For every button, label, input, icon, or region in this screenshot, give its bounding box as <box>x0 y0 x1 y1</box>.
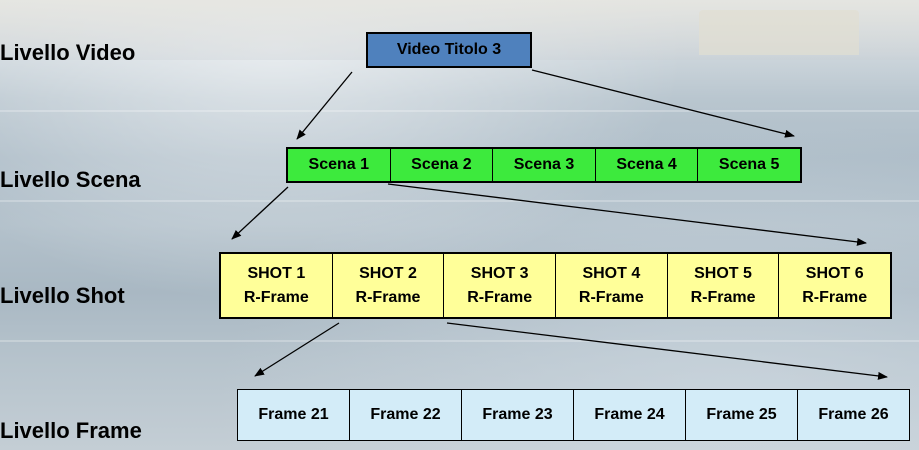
scene-cell: Scena 4 <box>595 149 699 181</box>
level-label-frame: Livello Frame <box>0 418 142 443</box>
shot-cell: SHOT 5 R-Frame <box>667 254 780 317</box>
shot-row: SHOT 1 R-Frame SHOT 2 R-Frame SHOT 3 R-F… <box>219 252 892 319</box>
shot-name: SHOT 1 <box>247 264 306 282</box>
arrow-scene-to-shot-right <box>387 183 867 246</box>
scene-row: Scena 1 Scena 2 Scena 3 Scena 4 Scena 5 <box>286 147 802 183</box>
frame-cell: Frame 26 <box>798 390 909 440</box>
frame-cell: Frame 22 <box>350 390 462 440</box>
video-title: Video Titolo 3 <box>396 41 502 58</box>
shot-rframe: R-Frame <box>467 288 533 306</box>
shot-cell: SHOT 6 R-Frame <box>779 254 891 317</box>
scene-cell: Scena 5 <box>698 149 800 181</box>
shot-rframe: R-Frame <box>578 288 644 306</box>
arrow-scene-to-shot-left <box>231 186 289 240</box>
level-label-video: Livello Video <box>0 40 136 65</box>
frame-cell: Frame 25 <box>686 390 798 440</box>
frame-cell: Frame 24 <box>574 390 686 440</box>
shot-rframe: R-Frame <box>690 288 756 306</box>
arrow-shot-to-frame-left <box>254 322 340 377</box>
shot-rframe: R-Frame <box>243 288 309 306</box>
arrow-video-to-scene-right <box>531 69 795 138</box>
arrow-video-to-scene-left <box>296 71 353 140</box>
shot-rframe: R-Frame <box>355 288 421 306</box>
shot-cell: SHOT 4 R-Frame <box>556 254 668 317</box>
frame-row: Frame 21 Frame 22 Frame 23 Frame 24 Fram… <box>237 389 910 441</box>
shot-cell: SHOT 3 R-Frame <box>444 254 557 317</box>
shot-rframe: R-Frame <box>802 288 868 306</box>
shot-cell: SHOT 1 R-Frame <box>221 254 333 317</box>
shot-name: SHOT 4 <box>582 264 641 282</box>
frame-cell: Frame 23 <box>462 390 574 440</box>
shot-cell: SHOT 2 R-Frame <box>332 254 445 317</box>
arrow-shot-to-frame-right <box>446 322 888 380</box>
level-label-shot: Livello Shot <box>0 283 125 308</box>
level-label-scene: Livello Scena <box>0 167 141 192</box>
video-box: Video Titolo 3 <box>366 32 532 68</box>
shot-name: SHOT 3 <box>470 264 529 282</box>
shot-name: SHOT 5 <box>694 264 752 282</box>
scene-cell: Scena 2 <box>390 149 494 181</box>
shot-name: SHOT 2 <box>359 264 417 282</box>
shot-name: SHOT 6 <box>805 264 864 282</box>
scene-cell: Scena 1 <box>288 149 391 181</box>
scene-cell: Scena 3 <box>493 149 596 181</box>
frame-cell: Frame 21 <box>238 390 350 440</box>
